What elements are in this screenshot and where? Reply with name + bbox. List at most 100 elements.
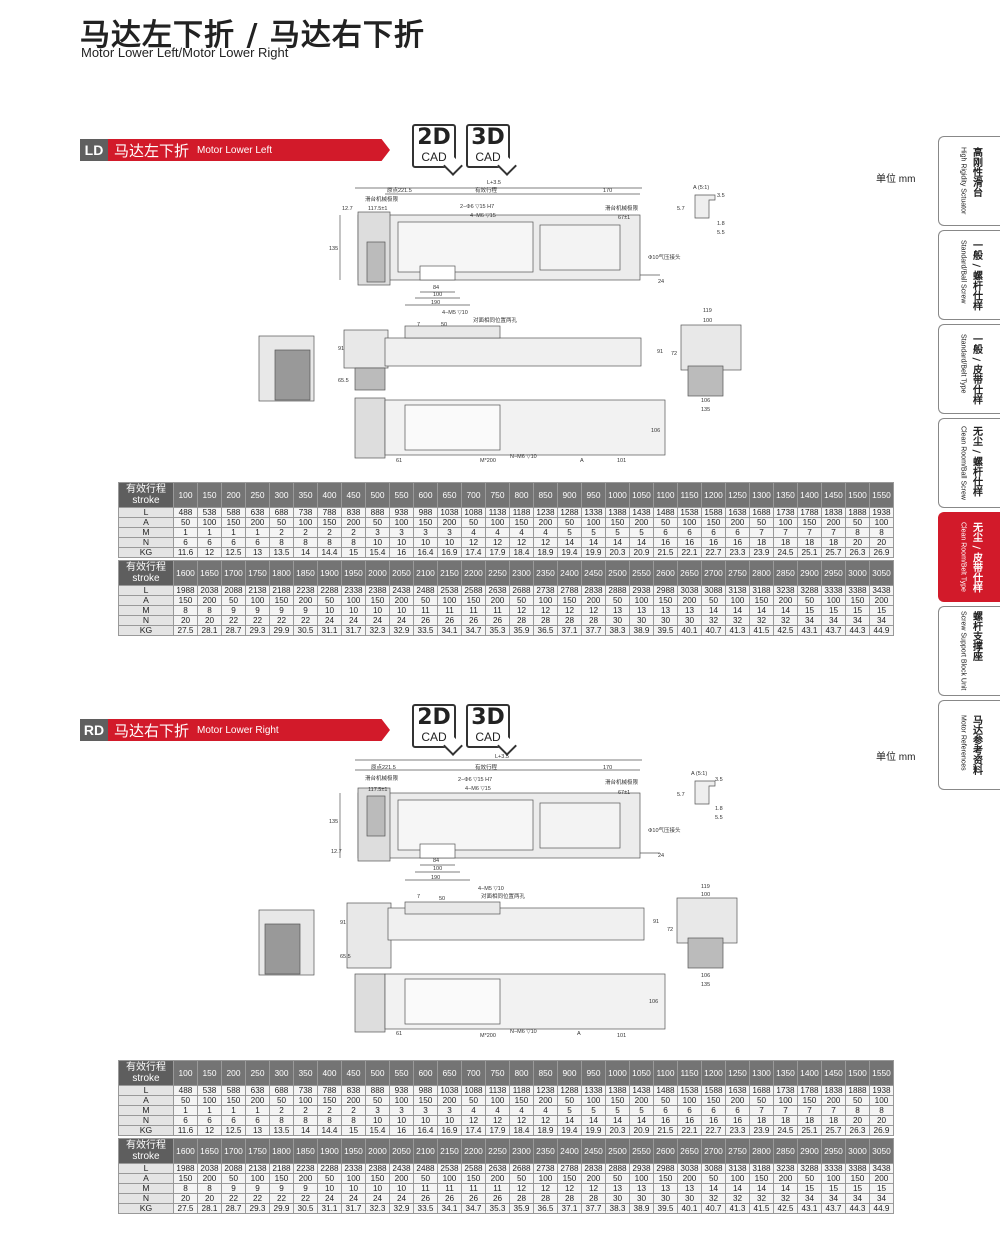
table-cell: 100 (533, 1173, 558, 1184)
table-cell: 30 (653, 1193, 678, 1204)
table-cell: 16 (701, 537, 726, 548)
table-cell: 25.1 (797, 1125, 822, 1136)
table-cell: 200 (869, 1173, 894, 1184)
row-label: KG (118, 625, 174, 636)
table-cell: 14 (629, 1115, 654, 1126)
table-cell: 33.5 (413, 1203, 438, 1214)
stroke-value: 1550 (869, 1060, 894, 1086)
table-cell: 10 (389, 1183, 414, 1194)
table-cell: 788 (317, 1085, 342, 1096)
table-cell: 150 (605, 517, 630, 528)
cad-3d-button[interactable]: 3D CAD (466, 704, 510, 748)
table-cell: 12 (461, 537, 486, 548)
table-cell: 26.9 (869, 1125, 894, 1136)
table-cell: 588 (221, 507, 246, 518)
table-cell: 2038 (197, 1163, 222, 1174)
table-cell: 26 (461, 1193, 486, 1204)
table-cell: 2738 (533, 585, 558, 596)
stroke-value: 1100 (653, 482, 678, 508)
dim-106b: 106 (649, 999, 658, 1005)
stroke-value: 1400 (797, 482, 822, 508)
table-cell: 34 (797, 1193, 822, 1204)
section-header-rd: RD 马达右下折 Motor Lower Right (80, 719, 390, 741)
table-cell: 14 (773, 605, 798, 616)
table-cell: 37.1 (557, 1203, 582, 1214)
table-cell: 14 (701, 605, 726, 616)
table-cell: 10 (365, 537, 390, 548)
table-cell: 12 (197, 547, 222, 558)
stroke-value: 1150 (677, 1060, 702, 1086)
row-label: N (118, 537, 174, 548)
table-cell: 8 (173, 605, 198, 616)
table-cell: 22 (293, 615, 318, 626)
dim-holes2: 4−M6 ▽15 (465, 786, 491, 792)
table-cell: 20 (845, 537, 870, 548)
table-cell: 22.7 (701, 547, 726, 558)
row-label: L (118, 1085, 174, 1096)
cad-3d-button[interactable]: 3D CAD (466, 124, 510, 168)
table-cell: 8 (341, 1115, 366, 1126)
table-cell: 4 (461, 1105, 486, 1116)
table-cell: 35.9 (509, 1203, 534, 1214)
table-cell: 50 (701, 1173, 726, 1184)
table-cell: 10 (437, 1115, 462, 1126)
stroke-value: 1750 (245, 560, 270, 586)
table-cell: 2 (341, 1105, 366, 1116)
table-cell: 9 (221, 605, 246, 616)
side-tab-label-zh: 无尘 / 螺杆仕样 (970, 426, 982, 497)
dim-72: 72 (667, 927, 673, 933)
cad-2d-button[interactable]: 2D CAD (412, 124, 456, 168)
stroke-value: 2000 (365, 560, 390, 586)
dim-a: A (580, 458, 584, 464)
stroke-value: 1300 (749, 482, 774, 508)
table-cell: 41.3 (725, 1203, 750, 1214)
table-cell: 17.4 (461, 1125, 486, 1136)
table-cell: 3 (365, 527, 390, 538)
table-cell: 200 (197, 595, 222, 606)
stroke-value: 150 (197, 482, 222, 508)
table-cell: 28 (557, 615, 582, 626)
table-cell: 28 (509, 1193, 534, 1204)
section-title-en: Motor Lower Left (197, 144, 273, 156)
table-cell: 17.9 (485, 547, 510, 558)
stroke-value: 600 (413, 482, 438, 508)
side-tab-label-en: Motor References (959, 715, 967, 771)
table-cell: 50 (653, 517, 678, 528)
cad-2d-button[interactable]: 2D CAD (412, 704, 456, 748)
table-cell: 2938 (629, 585, 654, 596)
dim-61: 61 (396, 458, 402, 464)
table-cell: 35.9 (509, 625, 534, 636)
table-cell: 14 (629, 537, 654, 548)
table-cell: 12 (533, 605, 558, 616)
table-cell: 30.5 (293, 1203, 318, 1214)
table-cell: 688 (269, 1085, 294, 1096)
table-cell: 3288 (797, 1163, 822, 1174)
table-cell: 30 (677, 615, 702, 626)
table-cell: 32.9 (389, 1203, 414, 1214)
table-cell: 150 (653, 595, 678, 606)
table-cell: 14 (605, 1115, 630, 1126)
dim-35: 3.5 (715, 777, 723, 783)
dim-91b: 91 (653, 919, 659, 925)
table-cell: 100 (677, 517, 702, 528)
cad-3d-label: 3D (471, 705, 505, 730)
table-cell: 2788 (557, 1163, 582, 1174)
table-cell: 150 (557, 595, 582, 606)
dim-100b: 100 (703, 318, 712, 324)
dim-119: 119 (703, 308, 712, 314)
table-cell: 9 (293, 1183, 318, 1194)
table-cell: 8 (269, 1115, 294, 1126)
table-cell: 34.7 (461, 1203, 486, 1214)
table-cell: 24 (365, 615, 390, 626)
table-cell: 30.5 (293, 625, 318, 636)
